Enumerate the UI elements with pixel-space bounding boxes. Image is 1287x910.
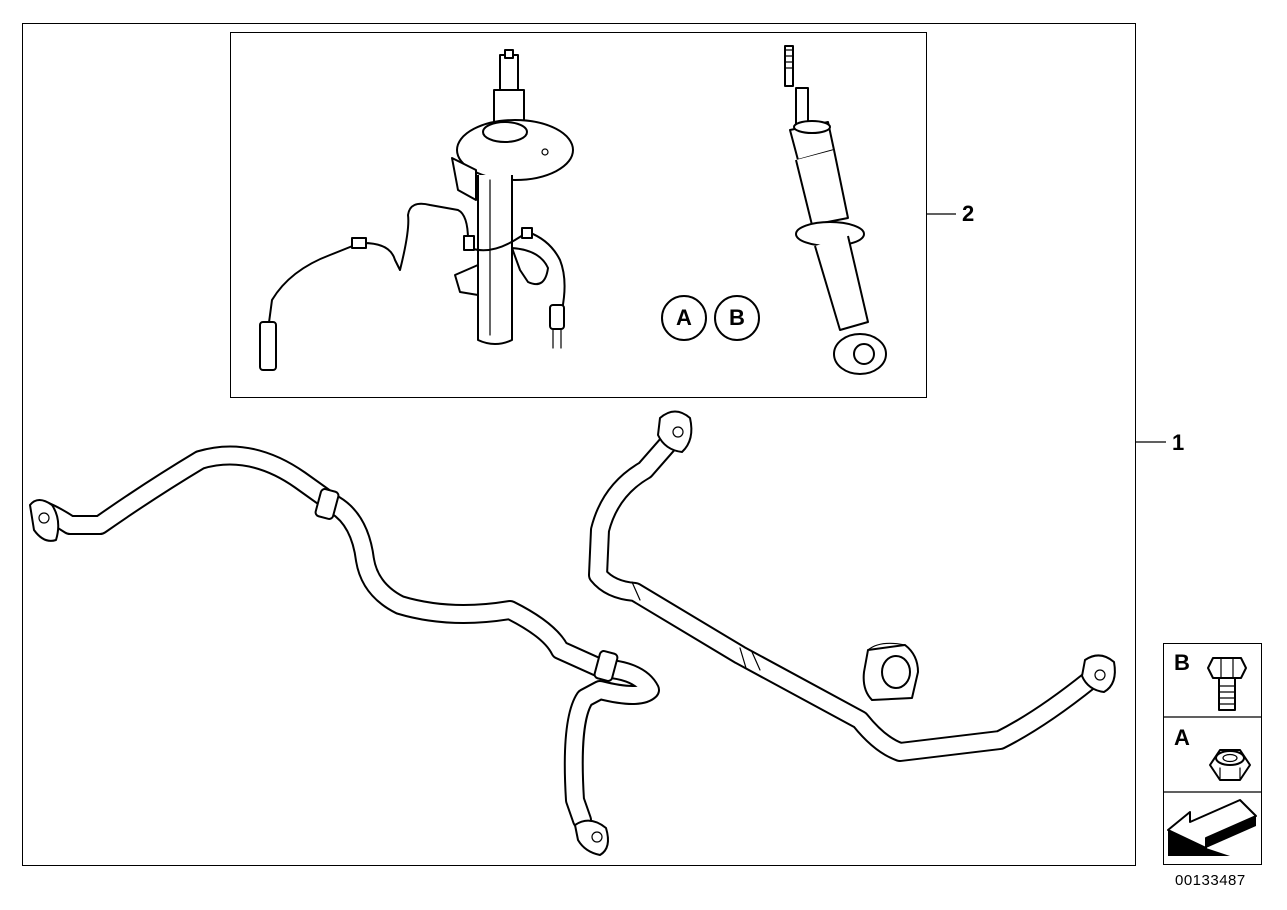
callout-1[interactable]: 1 — [1172, 430, 1185, 455]
legend-panel — [1163, 643, 1262, 865]
callout-2[interactable]: 2 — [962, 201, 975, 226]
legend-letter-a: A — [1174, 725, 1190, 750]
kit-frame — [22, 23, 1136, 866]
diagram-id: 00133487 — [1175, 872, 1246, 889]
legend-letter-b: B — [1174, 650, 1190, 675]
shock-group-frame — [230, 32, 927, 398]
hardware-label-a[interactable]: A — [661, 295, 707, 341]
hardware-label-b[interactable]: B — [714, 295, 760, 341]
